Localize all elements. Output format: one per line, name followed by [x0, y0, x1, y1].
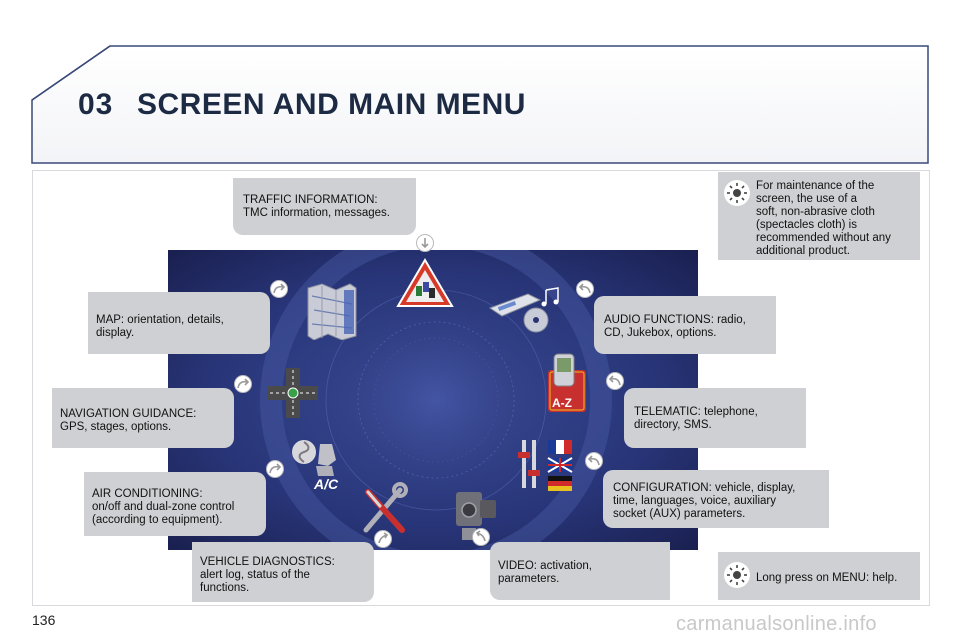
- callout-vehicle-diagnostics-text: VEHICLE DIAGNOSTICS: alert log, status o…: [200, 556, 335, 594]
- tip-help: Long press on MENU: help.: [718, 552, 920, 600]
- callout-air-conditioning-text: AIR CONDITIONING: on/off and dual-zone c…: [92, 488, 235, 526]
- header-panel: 03 SCREEN AND MAIN MENU: [0, 0, 960, 170]
- callout-telematic: TELEMATIC: telephone, directory, SMS.: [624, 388, 806, 448]
- callout-traffic-text: TRAFFIC INFORMATION: TMC information, me…: [243, 194, 390, 219]
- audio-radio-cd-icon[interactable]: [488, 286, 564, 336]
- vehicle-diagnostics-arrow-icon: [374, 530, 392, 548]
- telematic-phone-directory-icon[interactable]: [544, 352, 590, 414]
- callout-map-text: MAP: orientation, details, display.: [96, 314, 224, 339]
- lightbulb-icon: [724, 562, 750, 588]
- chapter-number: 03: [78, 88, 114, 121]
- tip-maintenance: For maintenance of the screen, the use o…: [718, 172, 920, 260]
- callout-audio-text: AUDIO FUNCTIONS: radio, CD, Jukebox, opt…: [604, 314, 746, 339]
- vehicle-diagnostics-tools-icon[interactable]: [360, 482, 410, 536]
- map-icon[interactable]: [304, 282, 360, 340]
- callout-navigation-text: NAVIGATION GUIDANCE: GPS, stages, option…: [60, 408, 197, 433]
- traffic-arrow-icon: [416, 234, 434, 252]
- air-conditioning-arrow-icon: [266, 460, 284, 478]
- video-camera-icon[interactable]: [450, 488, 500, 542]
- callout-configuration: CONFIGURATION: vehicle, display, time, l…: [603, 470, 829, 528]
- header-frame: [31, 45, 929, 164]
- configuration-settings-icon[interactable]: [518, 438, 578, 492]
- navigation-arrow-icon: [234, 375, 252, 393]
- ac-label: A/C: [314, 476, 339, 492]
- callout-vehicle-diagnostics: VEHICLE DIAGNOSTICS: alert log, status o…: [192, 542, 374, 602]
- air-conditioning-icon[interactable]: [288, 436, 348, 492]
- tip-maintenance-text: For maintenance of the screen, the use o…: [756, 180, 891, 257]
- callout-video-text: VIDEO: activation, parameters.: [498, 560, 592, 585]
- configuration-arrow-icon: [585, 452, 603, 470]
- navigation-crossroads-icon[interactable]: [268, 368, 318, 418]
- callout-navigation-guidance: NAVIGATION GUIDANCE: GPS, stages, option…: [52, 388, 234, 448]
- audio-arrow-icon: [576, 280, 594, 298]
- lightbulb-icon: [724, 180, 750, 206]
- callout-audio-functions: AUDIO FUNCTIONS: radio, CD, Jukebox, opt…: [594, 296, 776, 354]
- map-arrow-icon: [270, 280, 288, 298]
- video-arrow-icon: [472, 528, 490, 546]
- content-frame: [32, 170, 930, 606]
- page-number: 136: [32, 612, 56, 628]
- callout-configuration-text: CONFIGURATION: vehicle, display, time, l…: [613, 482, 796, 520]
- telematic-arrow-icon: [606, 372, 624, 390]
- watermark: carmanualsonline.info: [676, 613, 877, 635]
- traffic-warning-icon[interactable]: [396, 258, 454, 308]
- callout-telematic-text: TELEMATIC: telephone, directory, SMS.: [634, 406, 758, 431]
- callout-map: MAP: orientation, details, display.: [88, 292, 270, 354]
- callout-traffic-information: TRAFFIC INFORMATION: TMC information, me…: [233, 178, 416, 235]
- page-title: SCREEN AND MAIN MENU: [137, 88, 526, 121]
- az-label: A-Z: [552, 396, 572, 410]
- callout-air-conditioning: AIR CONDITIONING: on/off and dual-zone c…: [84, 472, 266, 536]
- callout-video: VIDEO: activation, parameters.: [490, 542, 670, 600]
- tip-help-text: Long press on MENU: help.: [756, 572, 898, 584]
